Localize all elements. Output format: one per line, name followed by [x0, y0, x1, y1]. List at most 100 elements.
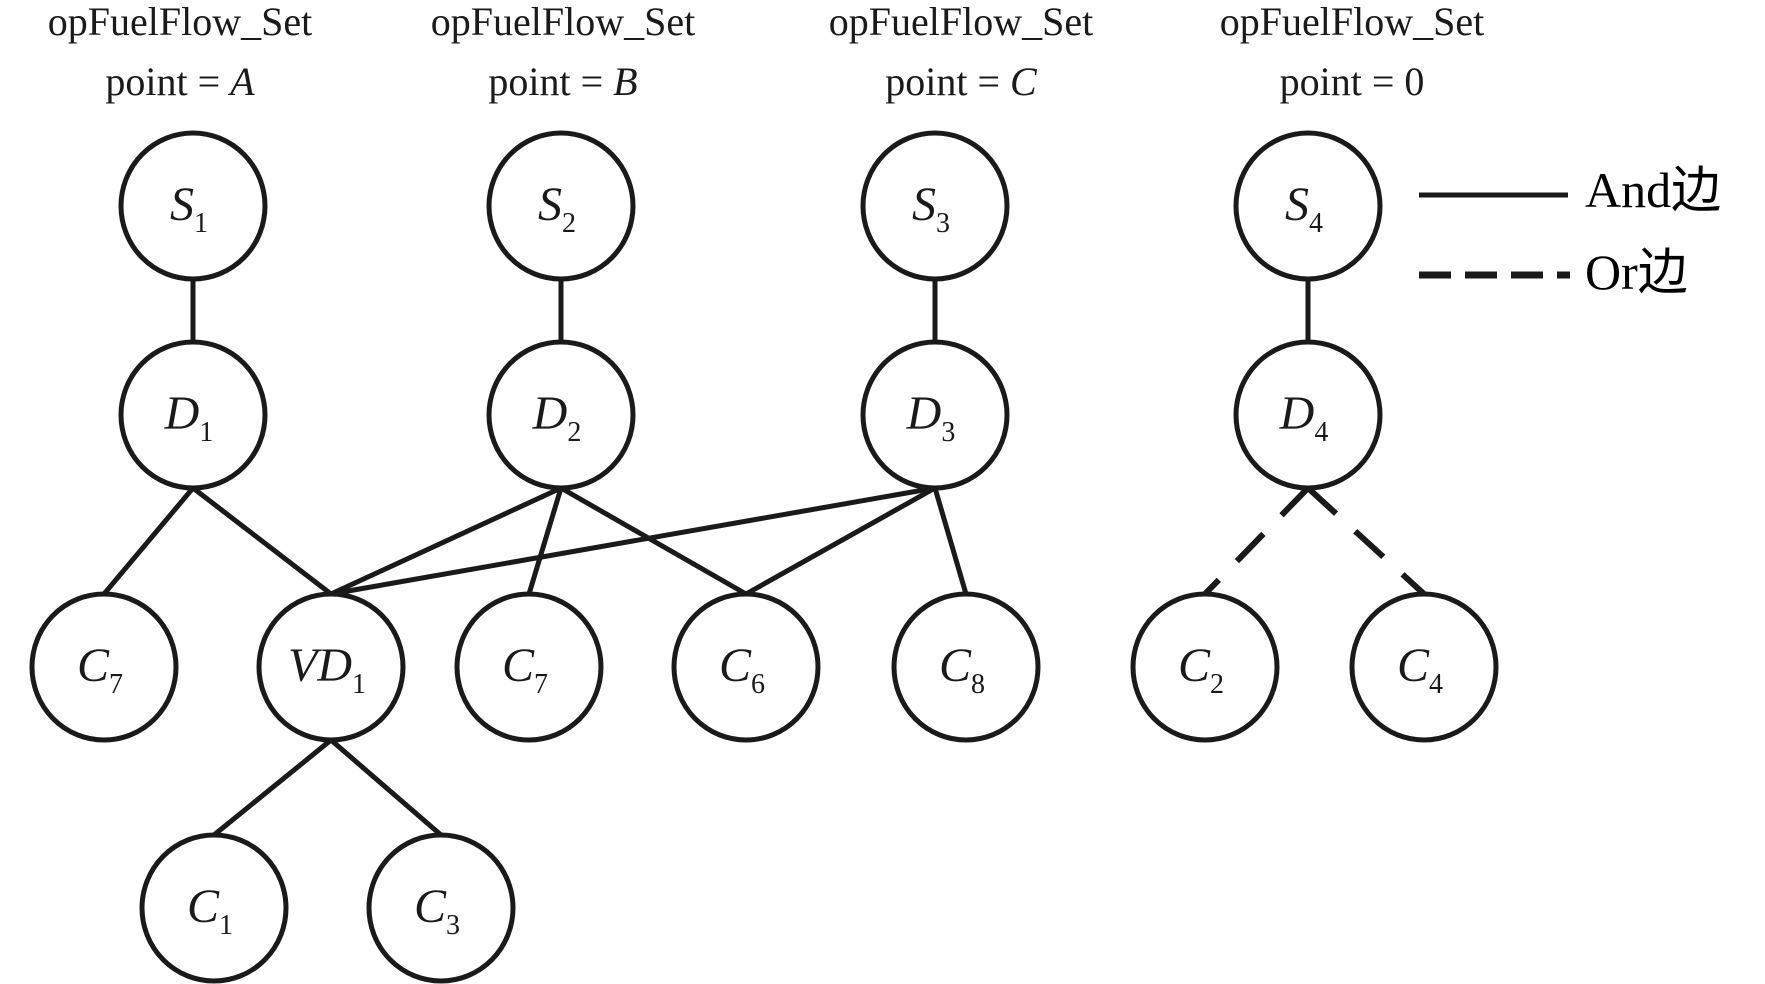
header-title: opFuelFlow_Set [828, 0, 1094, 44]
node-label-base: C [187, 880, 220, 933]
node-label-subscript: 4 [1314, 417, 1328, 448]
header-title: opFuelFlow_Set [47, 0, 313, 44]
edge-or-D4-C4 [1305, 485, 1427, 597]
node-label-base: D [532, 387, 568, 440]
node-circle [1233, 339, 1383, 491]
node-S1: S1 [118, 130, 268, 282]
node-circle [118, 130, 268, 282]
node-label: D3 [906, 387, 956, 448]
node-C7a: C7 [29, 591, 179, 743]
node-label: C2 [1178, 639, 1224, 700]
node-S3: S3 [860, 130, 1010, 282]
node-C7b: C7 [454, 591, 604, 743]
header-prefix: point = [885, 59, 1011, 104]
edge-and-D1-C7a [102, 486, 195, 596]
node-circle [860, 339, 1010, 491]
edge-or-D4-C2 [1202, 485, 1311, 597]
header-point-b: opFuelFlow_Set point = B [383, 0, 743, 112]
node-circle [29, 591, 179, 743]
edge-and-D3-VD1 [330, 485, 936, 597]
node-label-base: S [538, 178, 562, 231]
node-label-subscript: 2 [1210, 669, 1224, 700]
node-label: C6 [719, 639, 765, 700]
node-label-base: S [912, 178, 936, 231]
node-label-base: C [414, 880, 447, 933]
edge-and-D3-C8 [932, 487, 969, 595]
legend: And边 Or边 [1419, 162, 1721, 300]
node-label-subscript: 4 [1429, 669, 1443, 700]
node-label-subscript: 1 [199, 417, 213, 448]
node-circle [366, 832, 516, 984]
header-title: opFuelFlow_Set [430, 0, 696, 44]
legend-or-label: Or边 [1585, 244, 1688, 300]
node-label-subscript: 3 [936, 208, 950, 239]
node-label-subscript: 2 [562, 208, 576, 239]
node-label-base: C [77, 639, 110, 692]
node-circle [454, 591, 604, 743]
node-label-base: C [1178, 639, 1211, 692]
node-label: D2 [532, 387, 582, 448]
edge-and-D1-VD1 [191, 486, 333, 596]
legend-and-label: And边 [1585, 162, 1721, 218]
node-C6: C6 [671, 591, 821, 743]
node-label-subscript: 7 [109, 669, 123, 700]
node-circle [118, 339, 268, 491]
node-S2: S2 [486, 130, 636, 282]
edge-and-D3-C6 [744, 485, 937, 597]
node-circle [1349, 591, 1499, 743]
node-label-subscript: 3 [941, 417, 955, 448]
node-label-base: S [170, 178, 194, 231]
header-point-a: opFuelFlow_Set point = A [0, 0, 360, 112]
edge-and-D2-C7b [526, 487, 564, 595]
node-D1: D1 [118, 339, 268, 491]
node-C2: C2 [1130, 591, 1280, 743]
node-label-base: C [1397, 639, 1430, 692]
node-label: S2 [538, 178, 576, 239]
node-D3: D3 [860, 339, 1010, 491]
header-point-c: opFuelFlow_Set point = C [781, 0, 1141, 112]
node-C1: C1 [139, 832, 289, 984]
node-label-subscript: 1 [219, 910, 233, 941]
header-point-value: A [230, 59, 255, 104]
node-D4: D4 [1233, 339, 1383, 491]
node-label-subscript: 1 [194, 208, 208, 239]
edge-and-VD1-C1 [212, 738, 333, 837]
node-label: C3 [414, 880, 460, 941]
node-label-base: C [939, 639, 972, 692]
node-label: C8 [939, 639, 985, 700]
node-C8: C8 [891, 591, 1041, 743]
node-S4: S4 [1233, 130, 1383, 282]
node-label-base: C [502, 639, 535, 692]
edge-and-D2-C6 [559, 485, 748, 597]
node-label: C1 [187, 880, 233, 941]
node-label: D1 [164, 387, 214, 448]
node-label-subscript: 8 [971, 669, 985, 700]
header-prefix: point = [488, 59, 614, 104]
header-point-value: 0 [1404, 59, 1425, 104]
node-C4: C4 [1349, 591, 1499, 743]
node-D2: D2 [486, 339, 636, 491]
header-point-value: B [613, 59, 638, 104]
node-label: S3 [912, 178, 950, 239]
node-circle [860, 130, 1010, 282]
node-C3: C3 [366, 832, 516, 984]
node-label-subscript: 2 [567, 417, 581, 448]
node-label: VD1 [288, 639, 366, 700]
node-label: C7 [77, 639, 123, 700]
header-point-value: C [1010, 59, 1037, 104]
node-label-base: D [1279, 387, 1315, 440]
header-prefix: point = [1279, 59, 1405, 104]
node-label: S4 [1285, 178, 1323, 239]
node-label-subscript: 1 [352, 669, 366, 700]
node-VD1: VD1 [256, 591, 406, 743]
node-circle [256, 591, 406, 743]
node-label: C4 [1397, 639, 1443, 700]
node-label-subscript: 6 [751, 669, 765, 700]
node-label-base: S [1285, 178, 1309, 231]
node-label-subscript: 3 [446, 910, 460, 941]
node-label-base: VD [288, 639, 352, 692]
node-circle [891, 591, 1041, 743]
node-label-subscript: 4 [1309, 208, 1323, 239]
